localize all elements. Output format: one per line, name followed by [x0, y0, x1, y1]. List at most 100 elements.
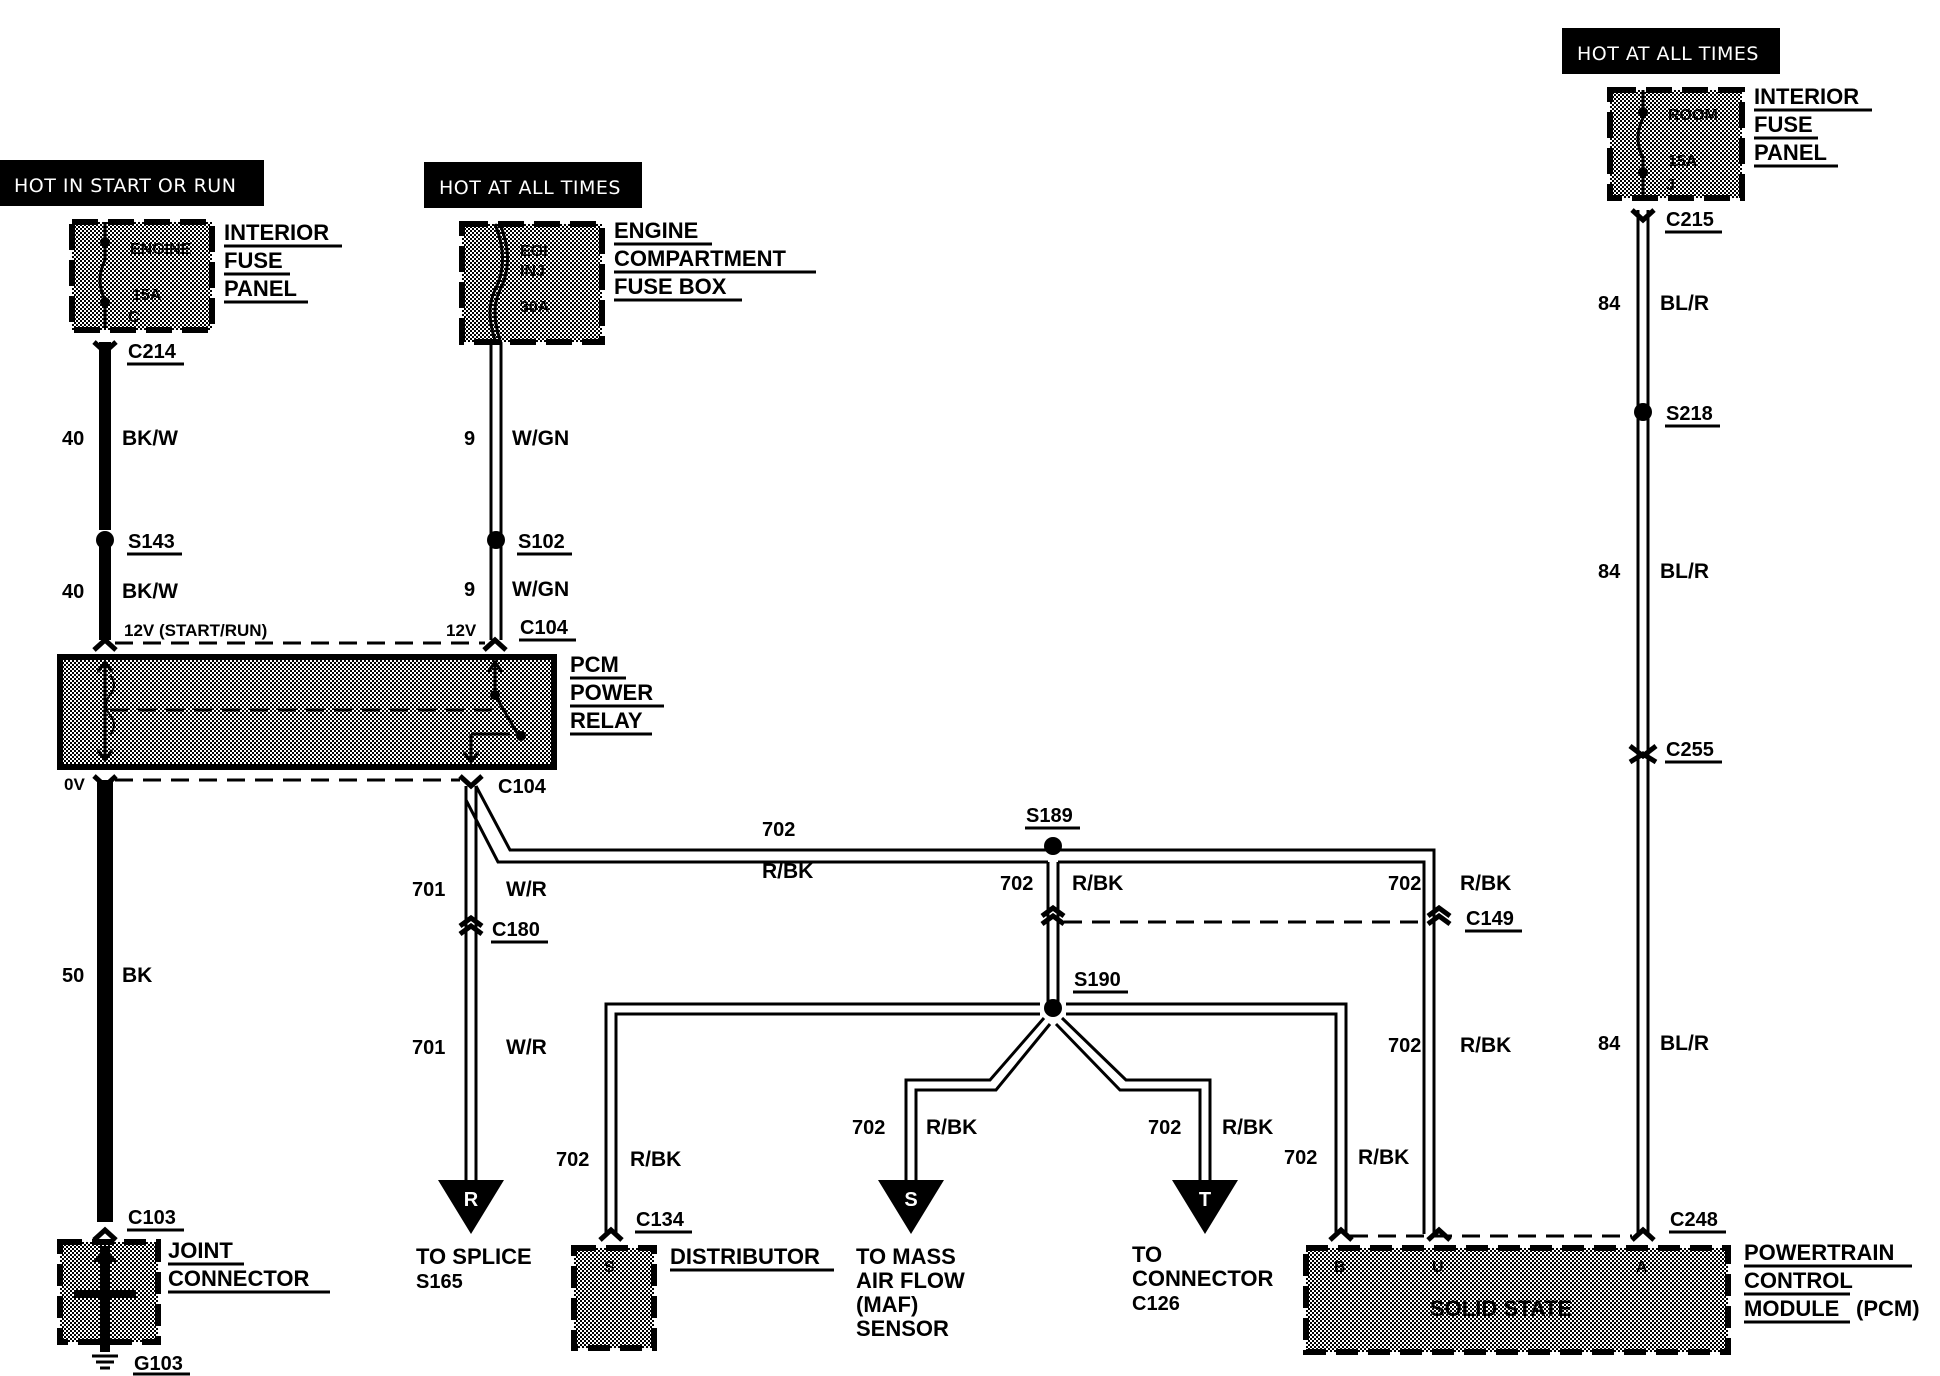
wire-702-distributor [604, 1002, 1040, 1234]
wire-circuit: 40 [62, 581, 84, 603]
fuse-rating: 15A [132, 287, 162, 304]
label-line: CONTROL [1744, 1268, 1853, 1293]
wire-circuit: 702 [1388, 1035, 1421, 1057]
wire-702-main [464, 785, 1436, 1234]
c149-s189-symbol [1040, 904, 1066, 927]
label-c214: C214 [128, 341, 177, 363]
power-tag-text: HOT IN START OR RUN [14, 175, 236, 197]
wire-circuit: 50 [62, 965, 84, 987]
label-c255: C255 [1666, 739, 1714, 761]
power-tag-text: HOT AT ALL TIMES [1577, 43, 1759, 65]
label-c149: C149 [1466, 908, 1514, 930]
label-line: COMPARTMENT [614, 246, 786, 271]
power-tag-all-times-right: HOT AT ALL TIMES [1562, 28, 1780, 74]
splice-s190 [1044, 999, 1062, 1017]
off-page-text: AIR FLOW [856, 1268, 965, 1293]
fuse-engine-15a: ENGINE 15A C [69, 219, 215, 333]
off-page-letter: R [464, 1189, 479, 1211]
ground-icon [92, 1354, 118, 1370]
pcm-pin-a: A [1636, 1259, 1648, 1276]
c104-top-symbols [92, 636, 508, 652]
wire-color: W/GN [512, 578, 569, 601]
wire-color: BL/R [1660, 1032, 1709, 1055]
wire-702-s189-s190 [1046, 862, 1060, 1004]
label-s190: S190 [1074, 969, 1121, 991]
c215-symbol [1630, 208, 1656, 224]
label-line: CONNECTOR [168, 1266, 309, 1291]
wire-color: BK/W [122, 580, 178, 603]
splice-dots [96, 403, 1652, 1017]
wire-color: BL/R [1660, 292, 1709, 315]
pcm-power-relay [57, 654, 557, 770]
label-s218: S218 [1666, 403, 1713, 425]
label-s189: S189 [1026, 805, 1073, 827]
wire-circuit: 84 [1598, 293, 1621, 315]
label-line: PANEL [1754, 140, 1827, 165]
fuse-cavity: C [128, 309, 140, 326]
wire-9 [489, 342, 503, 640]
fuse-egi-label: ENGINE COMPARTMENT FUSE BOX [614, 218, 816, 302]
relay-voltage-start-run: 12V (START/RUN) [124, 621, 267, 640]
connector-symbols [92, 208, 1658, 1242]
pcm-body-text: SOLID STATE [1430, 1296, 1572, 1321]
label-line: JOINT [168, 1238, 233, 1263]
label-line: INTERIOR [224, 220, 329, 245]
label-c104-top: C104 [520, 617, 569, 639]
label-line: FUSE [224, 248, 283, 273]
label-line: RELAY [570, 708, 643, 733]
joint-connector-label: JOINT CONNECTOR [168, 1238, 330, 1294]
power-tag-text: HOT AT ALL TIMES [439, 177, 621, 199]
label-line: INTERIOR [1754, 84, 1859, 109]
wire-circuit: 702 [1148, 1117, 1181, 1139]
pcm-pin-u: U [1432, 1259, 1444, 1276]
c104-bottom-symbols [92, 774, 484, 790]
joint-connector [57, 1239, 161, 1352]
off-page-text: SENSOR [856, 1316, 949, 1341]
off-page-letter: S [904, 1189, 917, 1211]
off-page-s: S TO MASS AIR FLOW (MAF) SENSOR [856, 1180, 965, 1341]
wire-circuit: 702 [762, 819, 795, 841]
wire-circuit: 40 [62, 428, 84, 450]
label-c215: C215 [1666, 209, 1714, 231]
pcm-module: B U A SOLID STATE [1303, 1245, 1731, 1355]
label-c104-bottom: C104 [498, 776, 547, 798]
off-page-t: T TO CONNECTOR C126 [1132, 1180, 1273, 1315]
distributor-pin: S [604, 1259, 615, 1276]
wire-color: R/BK [630, 1148, 681, 1171]
off-page-text: (MAF) [856, 1292, 918, 1317]
wire-color: W/R [506, 1036, 547, 1059]
label-c134: C134 [636, 1209, 685, 1231]
label-line: PCM [570, 652, 619, 677]
splice-s102 [487, 531, 505, 549]
label-s143: S143 [128, 531, 175, 553]
label-suffix: (PCM) [1856, 1296, 1920, 1321]
wire-circuit: 702 [1000, 873, 1033, 895]
relay-voltage-batt: 12V [446, 621, 477, 640]
wire-color: BK/W [122, 427, 178, 450]
relay-label: PCM POWER RELAY [570, 652, 664, 736]
wire-color: W/GN [512, 427, 569, 450]
fuse-engine-label: INTERIOR FUSE PANEL [224, 220, 342, 304]
fuse-rating: 15A [1668, 153, 1698, 170]
label-line: FUSE BOX [614, 274, 727, 299]
wire-circuit: 9 [464, 428, 475, 450]
off-page-text: TO MASS [856, 1244, 956, 1269]
off-page-text: TO SPLICE [416, 1244, 532, 1269]
fuse-name: ENGINE [130, 241, 192, 258]
splice-s143 [96, 531, 114, 549]
label-line: ENGINE [614, 218, 698, 243]
c103-symbol [92, 1226, 118, 1242]
distributor-label: DISTRIBUTOR [670, 1244, 820, 1269]
label-line: MODULE [1744, 1296, 1839, 1321]
wire-701 [464, 786, 478, 1180]
fuse-egi-inj-30a: EGI INJ 30A [459, 221, 605, 345]
wire-color: R/BK [1460, 872, 1511, 895]
label-line: FUSE [1754, 112, 1813, 137]
pcm-pin-b: B [1334, 1259, 1346, 1276]
off-page-text: S165 [416, 1271, 463, 1293]
power-tag-start-run: HOT IN START OR RUN [0, 160, 264, 206]
wire-segments [97, 210, 1650, 1238]
fuse-name: ROOM [1668, 107, 1718, 124]
distributor: S [571, 1245, 657, 1351]
